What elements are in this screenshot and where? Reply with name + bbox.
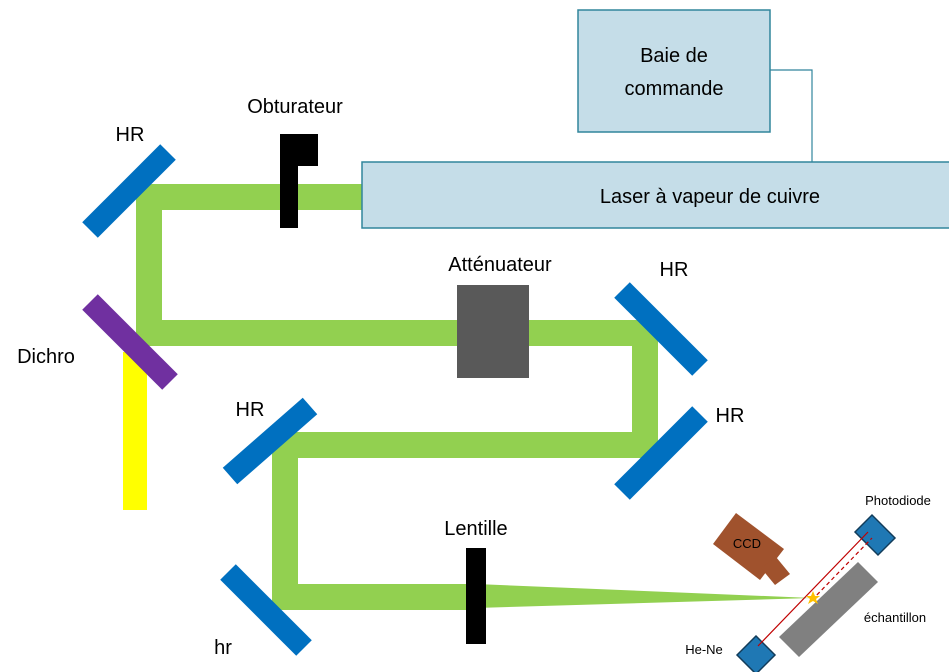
probe-beam-incident xyxy=(757,531,869,647)
mirror-hr-right-bottom xyxy=(614,406,708,500)
ccd-label: CCD xyxy=(733,536,761,551)
laser-beam-path xyxy=(136,184,812,610)
beam-segment-top xyxy=(136,184,362,210)
beam-segment-left-vertical xyxy=(136,184,162,336)
beam-segment-bottom xyxy=(272,584,476,610)
photodiode-label: Photodiode xyxy=(865,493,931,508)
attenuator-block xyxy=(457,285,529,378)
ccd-camera xyxy=(713,513,790,585)
control-cable xyxy=(770,69,813,162)
mirror-hr-right-top xyxy=(614,282,708,376)
mirror-hr-middle-left xyxy=(222,397,318,485)
interaction-point-star-icon xyxy=(806,591,820,604)
baie-label-line2: commande xyxy=(625,78,724,100)
attenuateur-label: Atténuateur xyxy=(448,254,552,276)
he-ne-label: He-Ne xyxy=(685,642,723,657)
lentille-label: Lentille xyxy=(444,518,507,540)
beam-segment-right-vertical xyxy=(632,320,658,450)
sample-echantillon xyxy=(779,562,878,657)
hr-middle-left-label: HR xyxy=(236,399,265,421)
lens xyxy=(466,548,486,644)
hr-top-left-label: HR xyxy=(116,124,145,146)
beam-segment-middle xyxy=(136,320,654,346)
obturateur-shutter xyxy=(280,134,318,228)
laser-label: Laser à vapeur de cuivre xyxy=(600,186,820,208)
he-ne-laser xyxy=(735,634,777,672)
hr-right-bottom-label: HR xyxy=(716,405,745,427)
hr-lower-left-label: hr xyxy=(214,637,232,659)
beam-segment-left-lower xyxy=(272,432,298,596)
obturateur-label: Obturateur xyxy=(247,96,343,118)
baie-de-commande-box xyxy=(577,9,771,133)
beam-segment-lower xyxy=(272,432,658,458)
mirror-hr-lower-left xyxy=(220,564,312,656)
hr-right-top-label: HR xyxy=(660,259,689,281)
mirror-hr-top-left xyxy=(82,144,176,238)
yellow-beam xyxy=(123,352,147,510)
dichroic-mirror xyxy=(82,294,178,390)
baie-label-line1: Baie de xyxy=(640,45,708,67)
photodiode-detector xyxy=(853,513,897,557)
focused-beam-cone xyxy=(476,584,812,608)
probe-beam-reflected xyxy=(811,537,873,601)
dichro-label: Dichro xyxy=(17,346,75,368)
echantillon-label: échantillon xyxy=(864,610,926,625)
laser-box xyxy=(361,161,949,229)
